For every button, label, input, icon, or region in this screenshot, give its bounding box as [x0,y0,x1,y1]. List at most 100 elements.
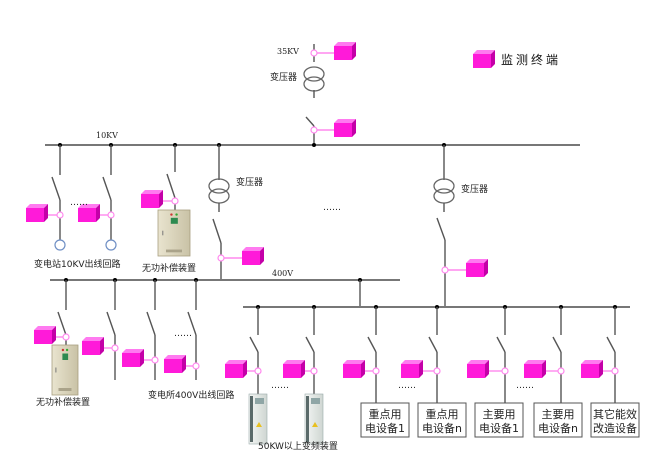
switch-blade [166,173,176,199]
terminal-top [141,190,163,194]
terminal-front [581,364,599,378]
monitoring-terminal-icon [242,247,264,265]
terminal-top [467,360,489,364]
terminal-side [159,190,163,208]
measurement-point [107,211,115,219]
terminal-side [52,326,56,344]
terminal-side [361,360,365,378]
measurement-point [611,367,619,375]
equipment-box-frame [417,402,467,438]
cabinet-body [157,209,191,257]
terminal-top [122,349,144,353]
terminal-side [599,360,603,378]
monitoring-terminal-icon [467,360,489,378]
ellipsis-10kv: …… [70,198,88,208]
vfd-body [304,393,324,445]
vfd-keypad [255,398,264,404]
transformer-1-winding-2 [208,188,230,204]
terminal-side [301,360,305,378]
measurement-point [557,367,565,375]
terminal-top [26,204,48,208]
monitoring-terminal-icon [334,42,356,60]
transformer-label: 变压器 [270,71,297,83]
monitoring-terminal-icon [225,360,247,378]
terminal-side [491,50,495,68]
terminal-front [242,251,260,265]
ellipsis-400v-feeders: …… [174,329,192,339]
label-10kv-feeder: 变电站10KV出线回路 [34,258,121,270]
monitoring-terminal-icon [78,204,100,222]
monitoring-terminal-icon [334,119,356,137]
measurement-point [111,344,119,352]
terminal-front [78,208,96,222]
measurement-point [310,126,318,134]
equipment-box-frame [474,402,524,438]
cabinet-vent [58,388,72,391]
terminal-front [283,364,301,378]
measurement-point [441,266,449,274]
equipment-box-line2: 电设备n [422,421,462,435]
equipment-box-line2: 改造设备 [593,421,637,435]
switch-blade [106,311,116,336]
terminal-front [401,364,419,378]
terminal-top [524,360,546,364]
equipment-box-frame [533,402,583,438]
terminal-side [260,247,264,265]
voltage-label-35kv: 35KV [277,47,299,56]
measurement-point [62,333,70,341]
reactive-compensation-cabinet-400v [51,344,79,396]
terminal-top [242,247,264,251]
terminal-top [466,259,488,263]
terminal-top [473,50,495,54]
terminal-top [34,326,56,330]
legend-label: 监测终端 [501,52,561,67]
terminal-front [225,364,243,378]
bus-junction-dot [312,143,316,147]
terminal-side [484,259,488,277]
measurement-point [433,367,441,375]
switch-blade [496,336,506,353]
vfd-drive-2 [304,393,324,445]
terminal-front [164,359,182,373]
label-vfd: 50KW以上变频装置 [258,440,338,452]
monitoring-terminal-icon [283,360,305,378]
transformer-1-winding-1 [208,178,230,194]
measurement-point [254,367,262,375]
switch-blade [367,336,377,353]
equipment-box-line1: 主要用 [483,408,516,421]
monitoring-terminal-icon [122,349,144,367]
equipment-box-frame [590,402,640,438]
terminal-top [334,42,356,46]
equipment-box-line2: 电设备n [538,421,578,435]
cabinet-lamp [65,348,69,352]
terminal-top [334,119,356,123]
cabinet-display [62,353,69,360]
vfd-side [250,396,253,442]
terminal-front [334,123,352,137]
vfd-drive-1 [248,393,268,445]
load-circle [54,239,66,251]
terminal-top [82,337,104,341]
cabinet-lamp [170,213,173,216]
switch-blade [51,176,61,201]
switch-blade [249,336,259,353]
terminal-side [352,42,356,60]
switch-blade [57,311,67,336]
terminal-front [82,341,100,355]
measurement-point [310,49,318,57]
voltage-label-400v: 400V [272,269,293,278]
switch-blade [428,336,438,353]
equipment-box-line2: 电设备1 [479,421,519,435]
cabinet-lamp [61,348,65,352]
switch-blade [305,116,315,127]
vfd-body [248,393,268,445]
measurement-point [192,362,200,370]
terminal-side [352,119,356,137]
equipment-box-line1: 主要用 [542,408,575,421]
terminal-top [225,360,247,364]
